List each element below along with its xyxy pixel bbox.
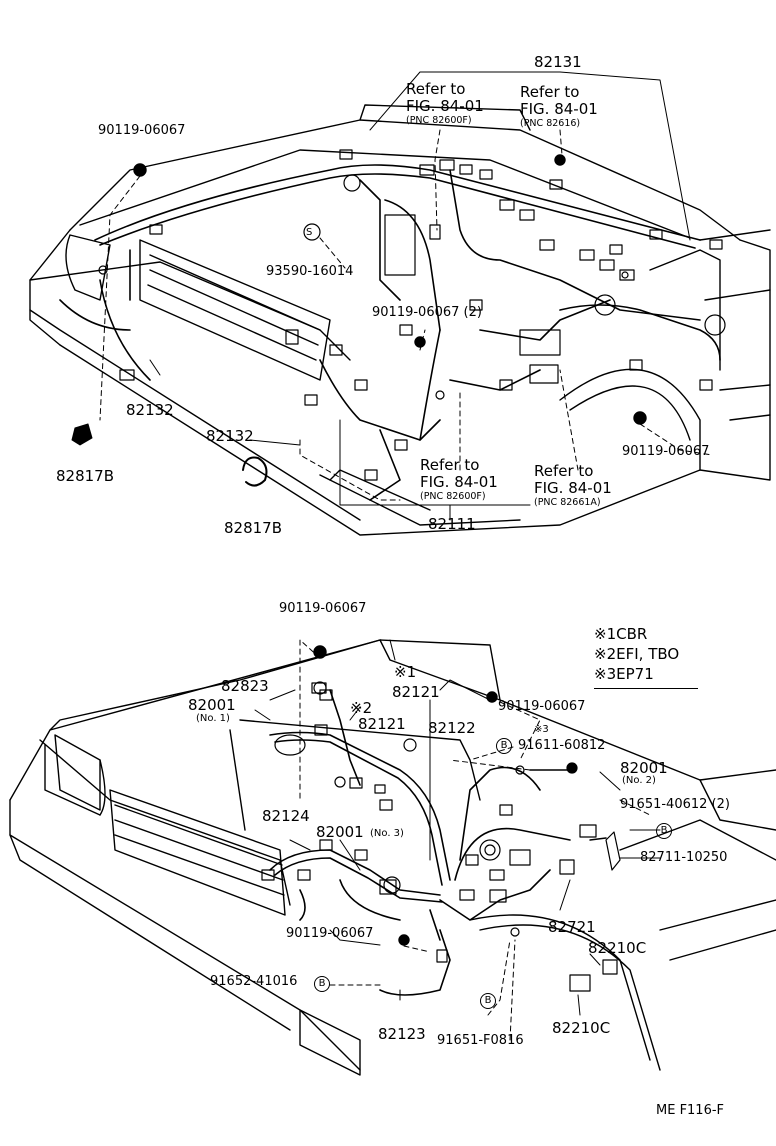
upper-solid-leaders — [149, 71, 691, 521]
part-82122-label: 82122 — [428, 719, 476, 737]
part-82124-label: 82124 — [262, 807, 310, 825]
callout-pnc: (PNC 82600F) — [406, 115, 472, 126]
symbol-b-91651-f0816: B — [480, 993, 496, 1009]
callout-fig84-01-pnc82661a: Refer to FIG. 84-01 (PNC 82661A) — [534, 462, 612, 509]
part-82001-no1-label: 82001 — [188, 696, 236, 714]
part-82121-efi-label: 82121 — [358, 715, 406, 733]
part-82121-cbr-label: 82121 — [392, 683, 440, 701]
part-91652-41016-label: 91652-41016 — [210, 974, 298, 989]
callout-line1: Refer to — [420, 456, 480, 474]
figure-code: ME F116-F — [656, 1103, 725, 1118]
part-90119-06067-x2-label: 90119-06067 (2) — [372, 305, 482, 320]
mark-1: ※1 — [394, 663, 417, 681]
part-93590-16014-label: 93590-16014 — [266, 264, 354, 279]
legend-text: EP71 — [616, 665, 654, 683]
upper-leaders — [99, 129, 713, 501]
part-90119-06067-lower-mid-label: 90119-06067 — [498, 699, 586, 714]
part-91611-60812-label: 91611-60812 — [518, 738, 606, 753]
callout-pnc: (PNC 82616) — [520, 118, 581, 129]
part-91651-40612-label: 91651-40612 (2) — [620, 797, 730, 812]
legend-mark: ※3 — [594, 665, 617, 683]
callout-line2: FIG. 84-01 — [534, 479, 612, 497]
part-82111-label: 82111 — [428, 515, 476, 533]
no1-label: (No. 1) — [196, 713, 230, 724]
part-82721-label: 82721 — [548, 918, 596, 936]
part-82817b-left-label: 82817B — [56, 467, 115, 485]
part-82823-label: 82823 — [221, 677, 269, 695]
legend-text: CBR — [616, 625, 648, 643]
symbol-b-91611: B — [496, 738, 512, 754]
part-82001-no3-label: 82001 — [316, 823, 364, 841]
callout-fig84-01-pnc82616: Refer to FIG. 84-01 (PNC 82616) — [520, 83, 598, 130]
part-82711-10250-label: 82711-10250 — [640, 850, 728, 865]
callout-pnc: (PNC 82661A) — [534, 497, 601, 508]
part-90119-06067-lower-bottom-label: 90119-06067 — [286, 926, 374, 941]
callout-line1: Refer to — [406, 80, 466, 98]
legend-item-2: ※2EFI, TBO — [594, 644, 704, 664]
mark-2: ※2 — [350, 699, 373, 717]
symbol-b-91652: B — [314, 976, 330, 992]
part-90119-06067-right-label: 90119-06067 — [622, 444, 710, 459]
lower-solid-leaders — [254, 639, 661, 1016]
no3-label: (No. 3) — [370, 828, 404, 839]
callout-fig84-01-pnc82600f-bottom: Refer to FIG. 84-01 (PNC 82600F) — [420, 456, 498, 503]
part-82123-label: 82123 — [378, 1025, 426, 1043]
symbol-b-91651-40612: B — [656, 823, 672, 839]
lower-wiring-harness — [269, 689, 571, 996]
part-82210c-lower-label: 82210C — [552, 1019, 611, 1037]
part-91651-f0816-label: 91651-F0816 — [437, 1033, 524, 1048]
legend: ※1CBR ※2EFI, TBO ※3EP71 — [594, 624, 704, 684]
legend-item-1: ※1CBR — [594, 624, 704, 644]
legend-item-3: ※3EP71 — [594, 664, 704, 684]
mark-3: ※3 — [534, 724, 549, 735]
upper-connectors — [98, 149, 726, 481]
legend-underline — [594, 688, 698, 689]
part-82132-center-label: 82132 — [206, 427, 254, 445]
symbol-s: S — [306, 227, 313, 238]
callout-line2: FIG. 84-01 — [420, 473, 498, 491]
callout-line2: FIG. 84-01 — [520, 100, 598, 118]
legend-mark: ※2 — [594, 645, 617, 663]
legend-mark: ※1 — [594, 625, 617, 643]
part-82001-no2-label: 82001 — [620, 759, 668, 777]
lower-car-body — [9, 639, 776, 1076]
legend-text: EFI, TBO — [616, 645, 680, 663]
part-82817b-center-label: 82817B — [224, 519, 283, 537]
lower-connectors — [261, 682, 618, 992]
part-90119-06067-lower-top-label: 90119-06067 — [279, 601, 367, 616]
part-82131-label: 82131 — [534, 53, 582, 71]
no2-label: (No. 2) — [622, 775, 656, 786]
part-82132-left-label: 82132 — [126, 401, 174, 419]
part-90119-06067-top-left-label: 90119-06067 — [98, 123, 186, 138]
callout-line1: Refer to — [534, 462, 594, 480]
lower-leaders — [299, 639, 651, 1041]
callout-fig84-01-pnc82600f-top: Refer to FIG. 84-01 (PNC 82600F) — [406, 80, 484, 127]
part-82210c-upper-label: 82210C — [588, 939, 647, 957]
callout-pnc: (PNC 82600F) — [420, 491, 486, 502]
callout-line2: FIG. 84-01 — [406, 97, 484, 115]
callout-line1: Refer to — [520, 83, 580, 101]
